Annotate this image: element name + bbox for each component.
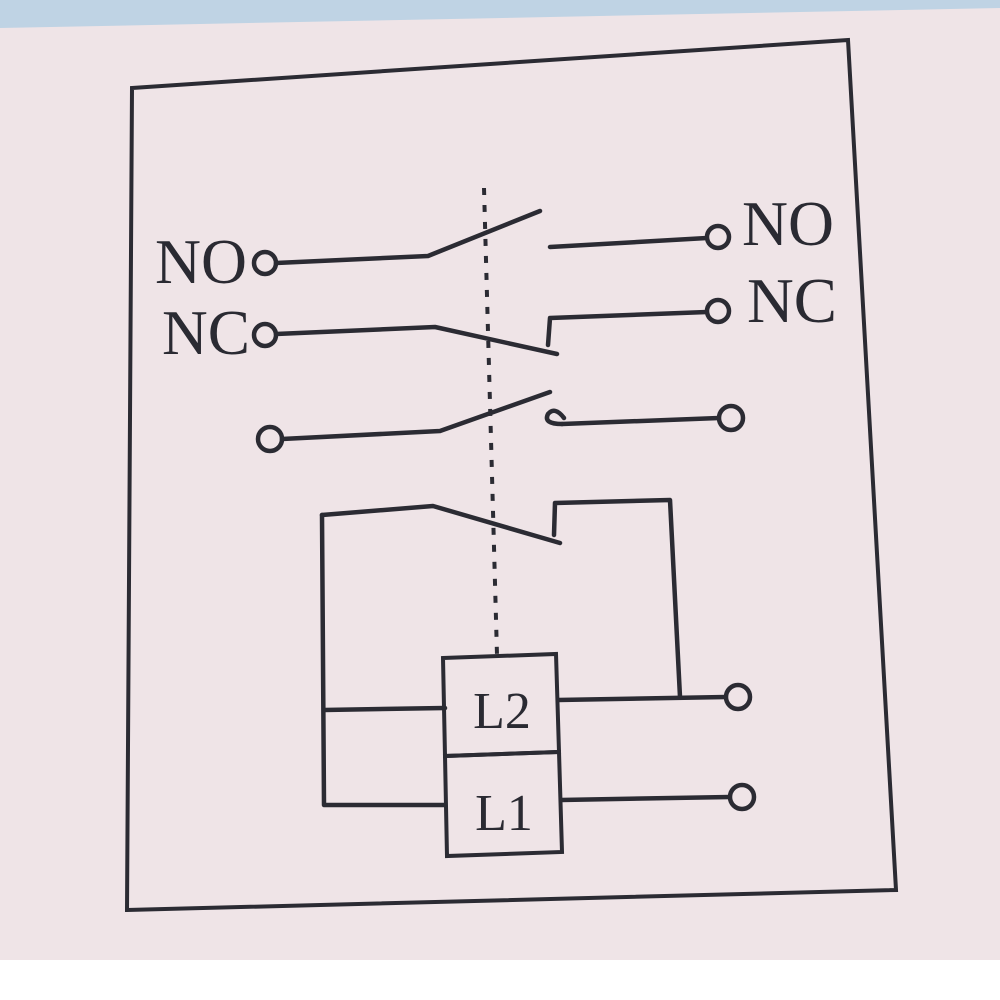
holding-circuit bbox=[319, 497, 683, 808]
aux-contact-hook bbox=[544, 408, 567, 427]
coil-l2-terminal[interactable] bbox=[723, 682, 753, 712]
right-no-wire bbox=[547, 235, 710, 250]
left-aux-terminal[interactable] bbox=[255, 424, 285, 454]
right-nc-terminal[interactable] bbox=[704, 297, 732, 325]
left-nc-label: NC bbox=[162, 297, 250, 368]
diagram-frame bbox=[124, 37, 899, 913]
right-no-label: NO bbox=[742, 188, 834, 259]
holding-loop-left bbox=[319, 512, 448, 808]
holding-left-wire bbox=[319, 503, 563, 546]
bottom-white-margin bbox=[0, 960, 1000, 1000]
coil-stack: L2 L1 bbox=[440, 651, 565, 859]
holding-right-wire bbox=[551, 497, 683, 700]
right-aux-terminal[interactable] bbox=[716, 403, 746, 433]
switch-no bbox=[251, 208, 732, 277]
coil-l1-box bbox=[442, 749, 565, 859]
paper-background bbox=[0, 0, 1000, 960]
coil-l2-right-wire bbox=[555, 694, 729, 703]
coil-l1-label: L1 bbox=[475, 785, 533, 842]
right-nc-label: NC bbox=[747, 265, 837, 336]
left-aux-wire bbox=[279, 389, 553, 442]
coil-l1-right-wire bbox=[558, 794, 733, 803]
top-blue-strip bbox=[0, 0, 1000, 28]
right-nc-wire bbox=[545, 309, 710, 348]
left-nc-terminal[interactable] bbox=[251, 321, 279, 349]
coil-l2-label: L2 bbox=[473, 683, 531, 740]
coil-l2-left-wire bbox=[321, 705, 448, 713]
switch-nc bbox=[251, 297, 732, 357]
right-no-terminal[interactable] bbox=[704, 223, 732, 251]
left-no-label: NO bbox=[155, 226, 247, 297]
switch-auxiliary bbox=[255, 389, 746, 454]
coil-outputs bbox=[555, 682, 757, 812]
left-no-wire bbox=[273, 208, 543, 266]
right-aux-wire bbox=[559, 415, 722, 427]
coil-l1-terminal[interactable] bbox=[727, 782, 757, 812]
left-no-terminal[interactable] bbox=[251, 249, 279, 277]
left-nc-wire bbox=[273, 324, 560, 357]
